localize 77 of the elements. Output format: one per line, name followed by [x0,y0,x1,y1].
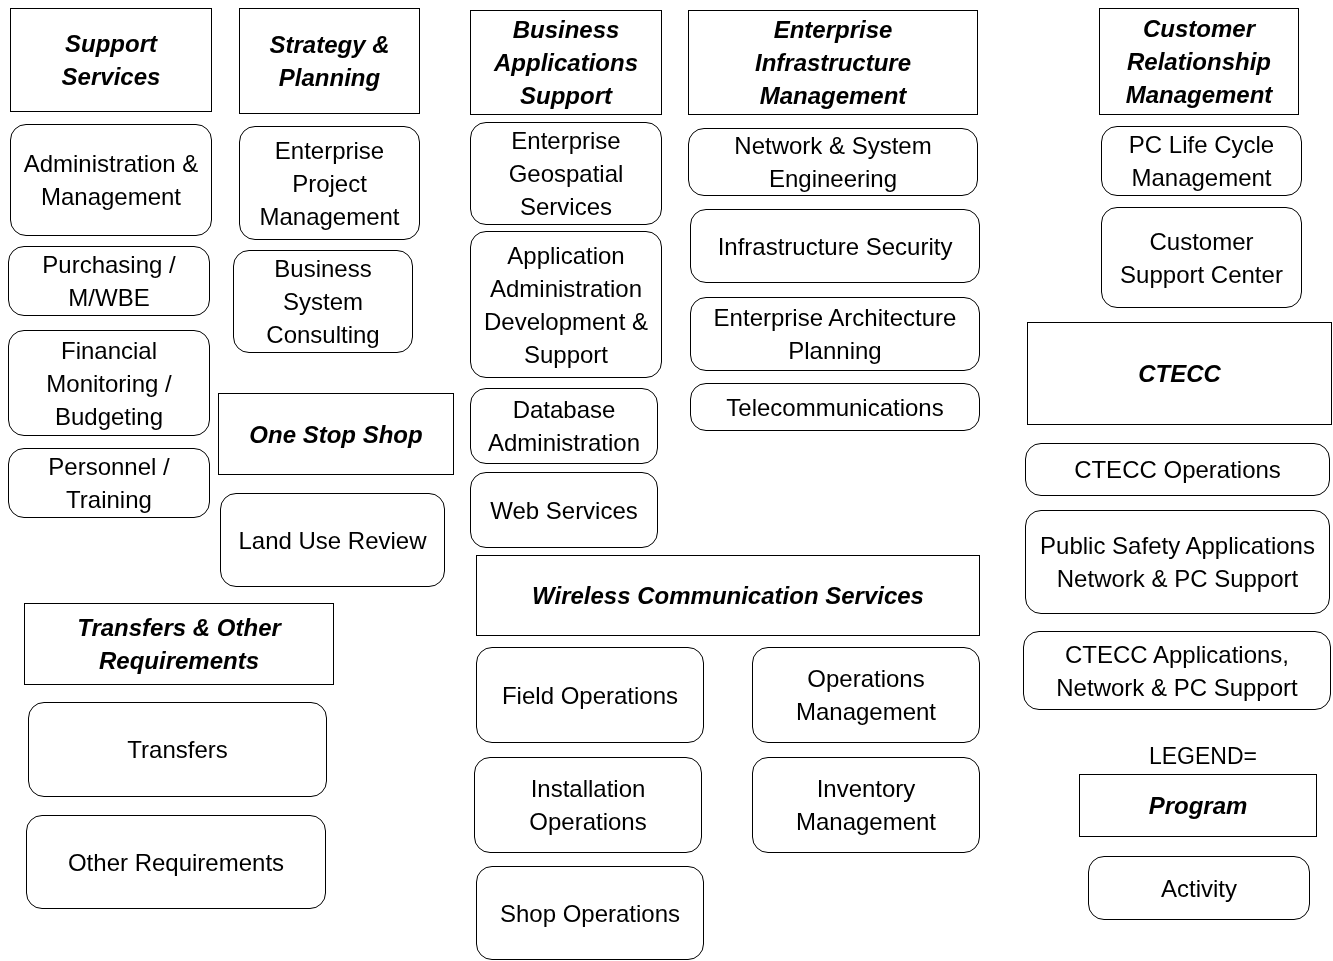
box-label: Enterprise Geospatial Services [507,126,625,222]
box-label: Wireless Communication Services [532,581,924,611]
box-label: Customer Relationship Management [1124,14,1274,110]
program-box [24,603,334,685]
box-label: Personnel / Training [47,452,171,515]
box-label: Operations Management [794,664,938,727]
activity-box [470,231,662,378]
box-label: Web Services [490,495,638,526]
activity-box [470,122,662,225]
box-label: Land Use Review [238,525,427,556]
box-label: Activity [1161,873,1237,904]
activity-box [8,330,210,436]
program-box [1079,774,1317,837]
program-box [239,8,420,114]
box-label: Support Services [60,29,162,92]
box-label: Database Administration [486,395,642,458]
box-label: Telecommunications [726,392,944,423]
activity-box [239,126,420,240]
box-label: Transfers & Other Requirements [76,613,283,676]
box-label: Transfers [127,735,228,765]
activity-box [233,250,413,353]
legend-title: LEGEND= [1148,742,1258,771]
activity-box [26,815,326,909]
box-label: Infrastructure Security [717,231,953,262]
activity-box [220,493,445,587]
box-label: Public Safety Applications Network & PC Support [1039,531,1316,594]
activity-box [1023,631,1331,710]
activity-box [10,124,212,236]
activity-box [8,448,210,518]
activity-box [476,866,704,960]
box-label: Shop Operations [499,898,681,929]
activity-box [690,209,980,283]
activity-box [752,757,980,853]
activity-box [752,647,980,743]
box-label: CTECC Applications, Network & PC Support [1055,639,1299,703]
activity-box [690,383,980,431]
box-label: Enterprise Infrastructure Management [753,15,912,111]
box-label: Administration & Management [22,149,200,212]
activity-box [28,702,327,797]
box-label: Enterprise Project Management [258,135,401,232]
box-label: CTECC [1138,359,1221,389]
box-label: One Stop Shop [249,419,423,450]
activity-box [470,388,658,464]
program-box [1099,8,1299,115]
box-label: Field Operations [501,680,679,711]
program-box [10,8,212,112]
box-label: Inventory Management [794,774,938,837]
activity-box [1101,126,1302,196]
program-box [218,393,454,475]
box-label: Network & System Engineering [733,131,933,194]
program-box [688,10,978,115]
activity-box [1025,443,1330,496]
program-box [470,10,662,115]
activity-box [690,297,980,371]
box-label: Installation Operations [528,774,648,837]
activity-box [470,472,658,548]
box-label: Customer Support Center [1119,226,1284,290]
box-label: Strategy & Planning [268,30,391,93]
box-label: Program [1148,791,1248,821]
activity-box [1088,856,1310,920]
box-label: PC Life Cycle Management [1127,130,1276,193]
box-label: Business Applications Support [492,15,639,111]
activity-box [1025,510,1330,614]
box-label: Financial Monitoring / Budgeting [45,335,173,432]
program-box [476,555,980,636]
program-box [1027,322,1332,425]
box-label: Purchasing / M/WBE [41,250,177,313]
box-label: Business System Consulting [265,254,381,350]
box-label: Application Administration Development & Support [482,240,650,370]
activity-box [476,647,704,743]
activity-box [1101,207,1302,308]
box-label: CTECC Operations [1074,455,1281,485]
activity-box [688,128,978,196]
activity-box [474,757,702,853]
box-label: Other Requirements [67,847,285,878]
box-label: Enterprise Architecture Planning [712,303,958,366]
activity-box [8,246,210,316]
